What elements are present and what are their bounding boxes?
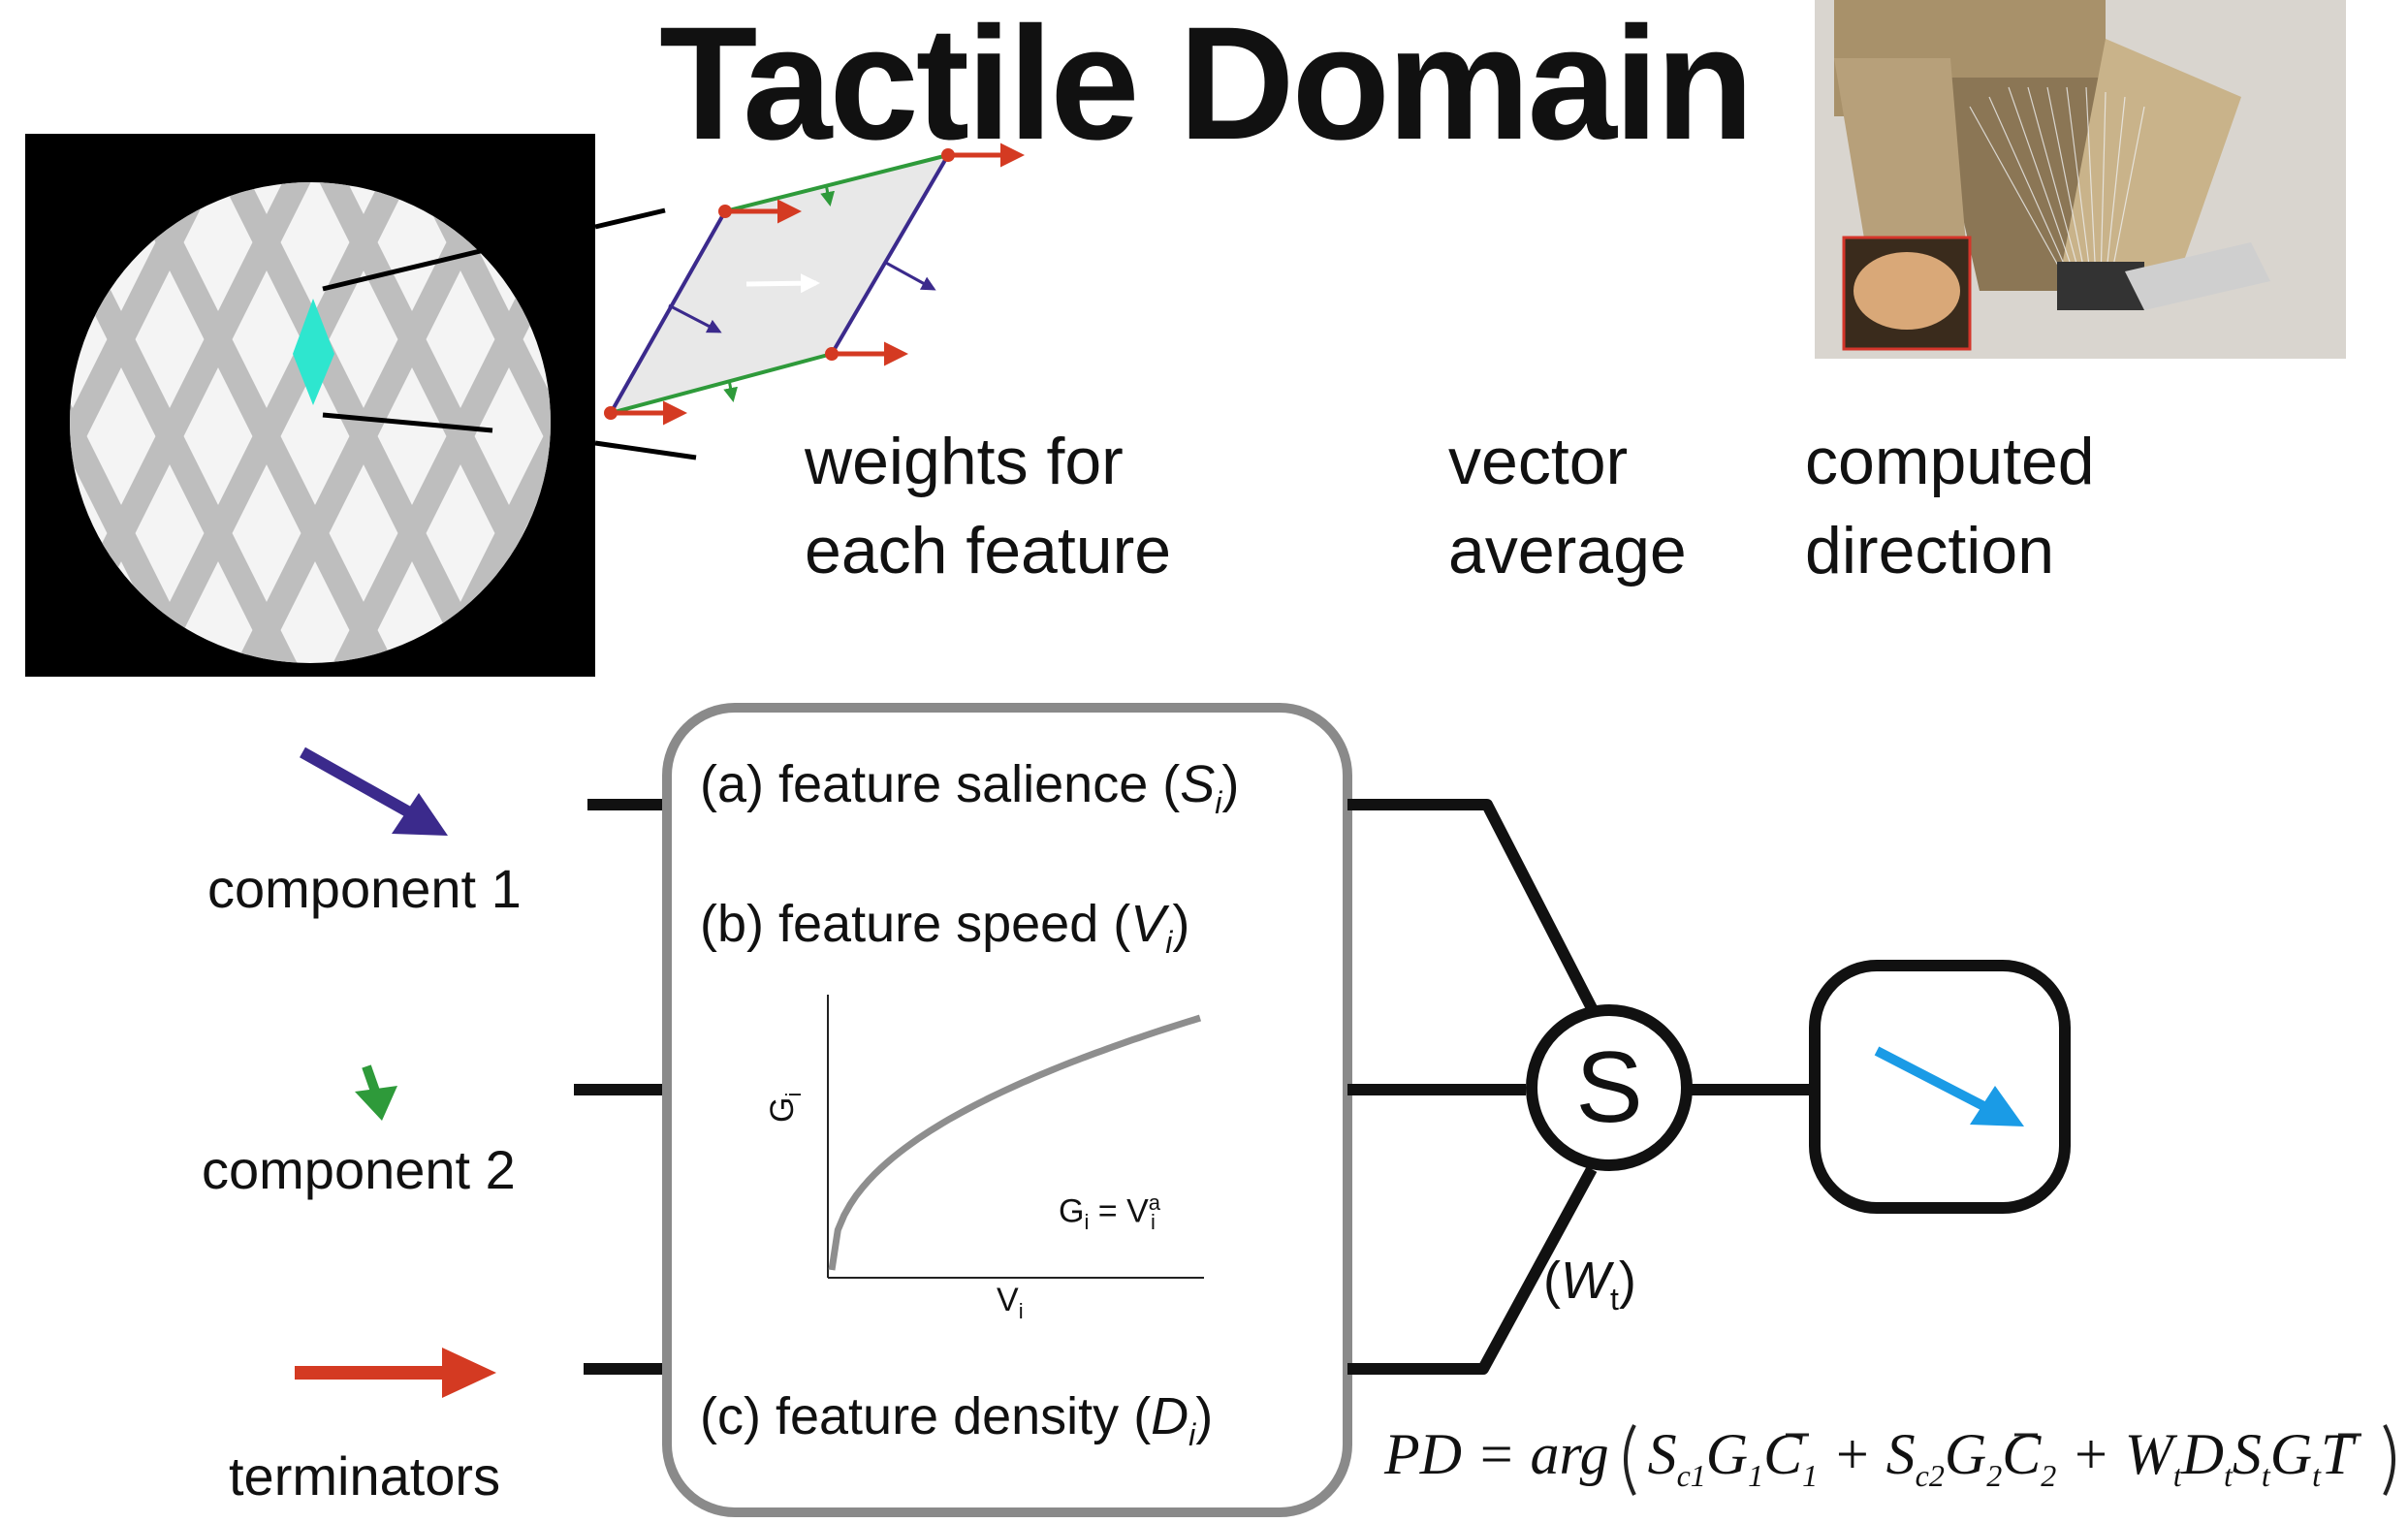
salience-sub: i xyxy=(1215,784,1222,820)
weight-close: ) xyxy=(1618,1252,1636,1310)
graph-y-label: Gi xyxy=(764,1093,807,1123)
graph-x-label-text: V xyxy=(997,1282,1019,1318)
weights-caption: weights for each feature xyxy=(805,417,1171,595)
result-arrow xyxy=(1874,1046,2024,1126)
weights-caption-line1: weights for xyxy=(805,425,1124,498)
graph-y-label-text: G xyxy=(764,1096,801,1123)
vector-caption-line2: average xyxy=(1448,514,1687,587)
speed-graph xyxy=(827,995,1204,1279)
component2-label: component 2 xyxy=(202,1139,516,1200)
weights-caption-line2: each feature xyxy=(805,514,1172,587)
weight-label: (Wt) xyxy=(1543,1251,1636,1317)
graph-equation: Gi = Vai xyxy=(1059,1190,1160,1235)
weight-open: ( xyxy=(1543,1252,1561,1310)
salience-var: S xyxy=(1180,755,1216,813)
salience-prefix: (a) feature salience ( xyxy=(700,755,1181,813)
vector-caption: vector average xyxy=(1448,417,1687,595)
diamond-feature xyxy=(293,299,334,405)
component1-arrow xyxy=(300,746,448,836)
speed-sub: i xyxy=(1165,924,1173,960)
tactile-stimulator-photo xyxy=(1815,0,2346,359)
computed-caption-line1: computed xyxy=(1805,425,2095,498)
formula-parens xyxy=(1624,1424,2395,1496)
terminators-label: terminators xyxy=(229,1445,501,1507)
feature-parallelogram xyxy=(604,143,1025,426)
gain-curve xyxy=(828,1014,1202,1271)
graph-x-label-sub: i xyxy=(1018,1298,1024,1323)
feature-salience-label: (a) feature salience (Si) xyxy=(700,754,1239,821)
component2-arrow xyxy=(355,1064,397,1121)
stimulus-panel xyxy=(25,134,595,677)
graph-x-label: Vi xyxy=(997,1282,1024,1324)
feature-density-label: (c) feature density (Di) xyxy=(700,1386,1213,1453)
density-var: D xyxy=(1151,1387,1189,1445)
graph-eq-sub: i xyxy=(1151,1210,1156,1235)
feature-box xyxy=(662,703,1352,1517)
graph-eq-lhs: G xyxy=(1059,1192,1085,1230)
feature-speed-label: (b) feature speed (Vi) xyxy=(700,894,1189,961)
graph-y-label-sub: i xyxy=(780,1092,806,1097)
density-suffix: ) xyxy=(1195,1387,1214,1445)
density-sub: i xyxy=(1188,1416,1196,1452)
salience-suffix: ) xyxy=(1221,755,1240,813)
speed-var: V xyxy=(1130,895,1166,953)
average-arrow xyxy=(745,273,820,294)
terminators-arrow xyxy=(295,1348,496,1398)
weight-sub: t xyxy=(1609,1281,1619,1317)
graph-eq-lhs-sub: i xyxy=(1084,1210,1090,1235)
graph-eq-mid: = V xyxy=(1089,1192,1149,1230)
sum-node-label: S xyxy=(1575,1031,1643,1144)
component1-label: component 1 xyxy=(207,858,522,919)
weight-var: W xyxy=(1560,1252,1610,1310)
speed-suffix: ) xyxy=(1172,895,1190,953)
vector-caption-line1: vector xyxy=(1448,425,1629,498)
page-title: Tactile Domain xyxy=(659,0,1754,174)
density-prefix: (c) feature density ( xyxy=(700,1387,1152,1445)
computed-caption-line2: direction xyxy=(1805,514,2055,587)
speed-prefix: (b) feature speed ( xyxy=(700,895,1131,953)
computed-caption: computed direction xyxy=(1805,417,2095,595)
formula-text: PD = arg xyxy=(1384,1422,1609,1486)
graph-eq-sup: a xyxy=(1148,1190,1161,1215)
